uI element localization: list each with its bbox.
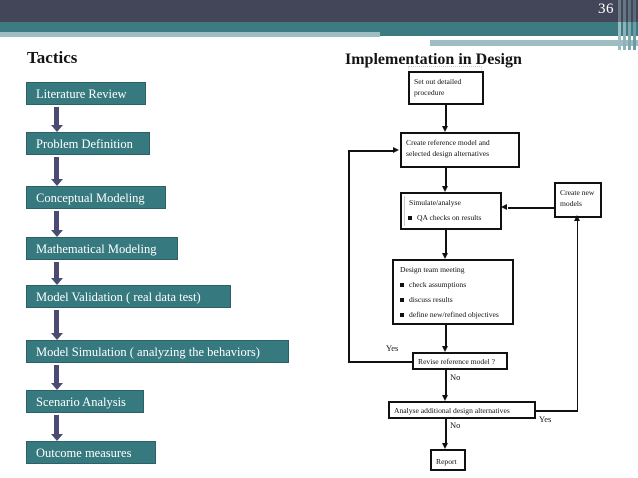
tactics-arrow-head xyxy=(50,179,63,186)
tactics-arrow-head xyxy=(50,434,63,441)
edge-label-analyse-yes: Yes xyxy=(539,414,552,424)
flow-node-revise-reference-model[interactable]: Revise reference model ? xyxy=(412,352,508,370)
page-title-implementation: Implementation in Design xyxy=(345,51,522,68)
arrowhead-designteam-to-revise xyxy=(442,346,449,352)
tactics-step-label: Conceptual Modeling xyxy=(36,191,145,205)
tactics-step-label: Model Validation ( real data test) xyxy=(36,290,201,304)
node-line: Revise reference model ? xyxy=(418,357,495,366)
tactics-arrow-head xyxy=(50,383,63,390)
arrowhead-analyse-yes-to-createnew xyxy=(573,215,580,221)
corner-stripe-2 xyxy=(623,0,626,50)
edge-createnew-to-simulate xyxy=(508,207,554,209)
tactics-arrow-shaft xyxy=(54,211,59,230)
node-bullet: check assumptions xyxy=(398,279,508,290)
node-bullet: discuss results xyxy=(398,294,508,305)
node-line: Analyse additional design alternatives xyxy=(394,406,510,415)
node-line: selected design alternatives xyxy=(406,149,490,158)
node-bullet: define new/refined objectives xyxy=(398,309,508,320)
tactics-arrow-head xyxy=(50,125,63,132)
implementation-flowchart: Set out detailed procedure Create refere… xyxy=(330,66,638,476)
header-white-gap-right xyxy=(380,36,638,40)
flow-node-analyse-additional-alternatives[interactable]: Analyse additional design alternatives xyxy=(388,401,536,419)
flow-node-report[interactable]: Report xyxy=(430,449,466,471)
corner-stripe-4 xyxy=(633,0,636,50)
edge-revise-yes-up xyxy=(348,150,350,362)
arrowhead-createnew-to-simulate xyxy=(501,204,507,211)
flow-node-simulate-analyse[interactable]: Simulate/analyse QA checks on results xyxy=(400,192,502,230)
tactics-step-box[interactable]: Model Simulation ( analyzing the behavio… xyxy=(26,340,289,363)
node-heading: Design team meeting xyxy=(400,265,465,274)
node-line: Create new xyxy=(560,188,595,197)
tactics-step-box[interactable]: Problem Definition xyxy=(26,132,150,155)
flow-node-design-team-meeting[interactable]: Design team meeting check assumptions di… xyxy=(392,259,514,325)
arrowhead-revise-yes-to-create xyxy=(393,147,399,154)
tactics-step-label: Outcome measures xyxy=(36,446,132,460)
tactics-step-box[interactable]: Scenario Analysis xyxy=(26,390,144,413)
flow-node-create-reference-model[interactable]: Create reference model and selected desi… xyxy=(400,132,520,168)
page-number: 36 xyxy=(598,1,614,17)
tactics-step-label: Mathematical Modeling xyxy=(36,242,157,256)
arrowhead-revise-no xyxy=(442,395,449,401)
header-light-teal-band-right xyxy=(430,40,638,46)
tactics-arrow-shaft xyxy=(54,107,59,125)
edge-label-revise-yes: Yes xyxy=(386,343,399,353)
arrowhead-create-to-simulate xyxy=(442,186,449,192)
node-line: procedure xyxy=(414,88,445,97)
header-dark-band xyxy=(0,0,638,22)
tactics-step-label: Literature Review xyxy=(36,87,127,101)
header-teal-band-left xyxy=(0,22,380,32)
node-bullet: QA checks on results xyxy=(406,212,496,223)
tactics-arrow-head xyxy=(50,230,63,237)
edge-revise-yes-into-create xyxy=(348,150,394,152)
flow-node-create-new-models[interactable]: Create new models xyxy=(554,182,602,218)
arrowhead-simulate-to-designteam xyxy=(442,253,449,259)
tactics-step-label: Model Simulation ( analyzing the behavio… xyxy=(36,345,260,359)
tactics-arrow-head xyxy=(50,333,63,340)
tactics-step-label: Problem Definition xyxy=(36,137,133,151)
node-line: models xyxy=(560,199,582,208)
edge-setout-to-create xyxy=(445,105,447,127)
tactics-arrow-shaft xyxy=(54,157,59,179)
tactics-arrow-shaft xyxy=(54,262,59,278)
tactics-arrow-shaft xyxy=(54,365,59,383)
edge-simulate-to-designteam xyxy=(445,230,447,254)
arrowhead-setout-to-create xyxy=(442,126,449,132)
arrowhead-analyse-no xyxy=(442,443,449,449)
corner-stripe-1 xyxy=(618,0,621,50)
edge-label-analyse-no: No xyxy=(450,420,461,430)
tactics-step-box[interactable]: Model Validation ( real data test) xyxy=(26,285,231,308)
edge-revise-no xyxy=(445,370,447,396)
header-light-teal-band-left xyxy=(0,32,380,37)
header-teal-band-right xyxy=(380,22,638,36)
corner-stripe-mask xyxy=(618,0,638,22)
edge-analyse-no xyxy=(445,419,447,444)
edge-analyse-yes-right xyxy=(536,410,578,412)
edge-analyse-yes-up xyxy=(576,220,579,411)
node-line: Set out detailed xyxy=(414,77,462,86)
tactics-arrow-shaft xyxy=(54,415,59,434)
page-title-tactics: Tactics xyxy=(27,48,78,67)
flow-node-set-out-procedure[interactable]: Set out detailed procedure xyxy=(408,71,484,105)
node-line: Report xyxy=(436,457,457,466)
node-line: Create reference model and xyxy=(406,138,490,147)
tactics-arrow-head xyxy=(50,278,63,285)
tactics-step-box[interactable]: Literature Review xyxy=(26,82,146,105)
ghost-box-outline xyxy=(408,66,482,72)
edge-label-revise-no: No xyxy=(450,372,461,382)
corner-stripe-3 xyxy=(628,0,631,50)
tactics-step-box[interactable]: Conceptual Modeling xyxy=(26,186,166,209)
edge-create-to-simulate xyxy=(445,168,447,187)
tactics-step-box[interactable]: Outcome measures xyxy=(26,441,156,464)
edge-designteam-to-revise xyxy=(445,325,447,347)
tactics-step-label: Scenario Analysis xyxy=(36,395,126,409)
node-heading: Simulate/analyse xyxy=(409,198,461,207)
tactics-arrow-shaft xyxy=(54,310,59,333)
tactics-step-box[interactable]: Mathematical Modeling xyxy=(26,237,178,260)
edge-revise-yes-left xyxy=(348,361,412,363)
header-white-gap-right-2 xyxy=(430,46,638,49)
simulate-inner-rule xyxy=(404,196,405,226)
